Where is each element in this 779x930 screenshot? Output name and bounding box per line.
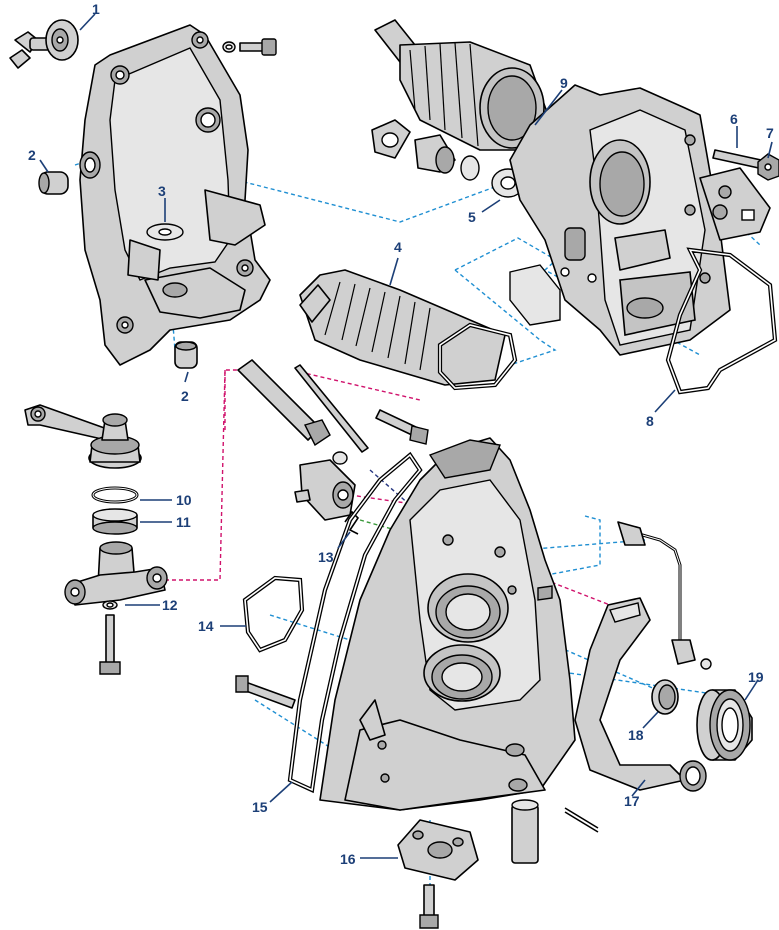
bottom-bolt-left bbox=[99, 614, 121, 675]
steering-yoke bbox=[64, 541, 168, 606]
callout-10: 10 bbox=[176, 492, 192, 508]
callout-3: 3 bbox=[158, 183, 166, 199]
callout-19: 19 bbox=[748, 669, 764, 685]
cotter-pin bbox=[564, 807, 599, 833]
part-17-water-hose bbox=[574, 597, 707, 792]
part-9-exhaust-bellows bbox=[374, 19, 549, 151]
callout-6: 6 bbox=[730, 111, 738, 127]
callout-11: 11 bbox=[176, 514, 191, 530]
part-19-bearing bbox=[696, 689, 753, 761]
transom-plate-assembly bbox=[287, 437, 576, 811]
callout-1: 1 bbox=[92, 1, 100, 17]
callout-18: 18 bbox=[628, 727, 644, 743]
part-4-bellows bbox=[299, 269, 518, 391]
part-13-clip bbox=[344, 510, 360, 535]
steering-cap-top bbox=[88, 413, 142, 469]
callout-4: 4 bbox=[394, 239, 402, 255]
part-2-bushing-left bbox=[38, 171, 69, 195]
hose-clamp-and-fittings bbox=[371, 119, 480, 181]
part-2-bushing-bottom bbox=[174, 341, 198, 369]
bell-housing bbox=[509, 84, 771, 356]
part-14-gasket bbox=[242, 575, 305, 653]
callout-2-left: 2 bbox=[28, 147, 36, 163]
part-10-o-ring bbox=[91, 486, 139, 504]
callout-14: 14 bbox=[198, 618, 214, 634]
shift-lever-arm bbox=[24, 404, 116, 443]
callout-9: 9 bbox=[560, 75, 568, 91]
callout-5: 5 bbox=[468, 209, 476, 225]
callout-12: 12 bbox=[162, 597, 178, 613]
pivot-pin bbox=[511, 799, 539, 864]
part-8-large-gasket bbox=[665, 247, 778, 395]
part-16-mount-block bbox=[397, 819, 479, 929]
callout-leaders bbox=[39, 13, 773, 859]
part-3-washer bbox=[146, 223, 184, 241]
callout-13: 13 bbox=[318, 549, 334, 565]
small-washer-center bbox=[332, 451, 348, 465]
top-bolt-center bbox=[375, 409, 429, 445]
side-bolt-left bbox=[235, 675, 296, 709]
part-1-switch-assembly bbox=[9, 19, 79, 69]
callout-16: 16 bbox=[340, 851, 356, 867]
callout-2-bottom: 2 bbox=[181, 388, 189, 404]
center-stud bbox=[537, 585, 553, 601]
sensor-cable bbox=[617, 521, 712, 670]
callout-17: 17 bbox=[624, 793, 640, 809]
part-11-bearing-ring bbox=[92, 508, 138, 535]
small-plate-gasket bbox=[509, 264, 561, 326]
water-pickup-fitting bbox=[294, 459, 356, 521]
callout-labels: 1 2 3 2 4 5 6 7 8 9 10 11 12 13 14 15 16… bbox=[28, 1, 774, 867]
shift-cable-rod bbox=[237, 359, 369, 453]
callout-15: 15 bbox=[252, 799, 268, 815]
part-12-washer bbox=[102, 600, 118, 610]
top-bolt-and-washer bbox=[222, 38, 277, 56]
part-18-seal bbox=[651, 679, 679, 715]
callout-7: 7 bbox=[766, 125, 774, 141]
part-7-nut bbox=[757, 153, 779, 181]
gimbal-ring-housing bbox=[79, 24, 271, 366]
callout-8: 8 bbox=[646, 413, 654, 429]
